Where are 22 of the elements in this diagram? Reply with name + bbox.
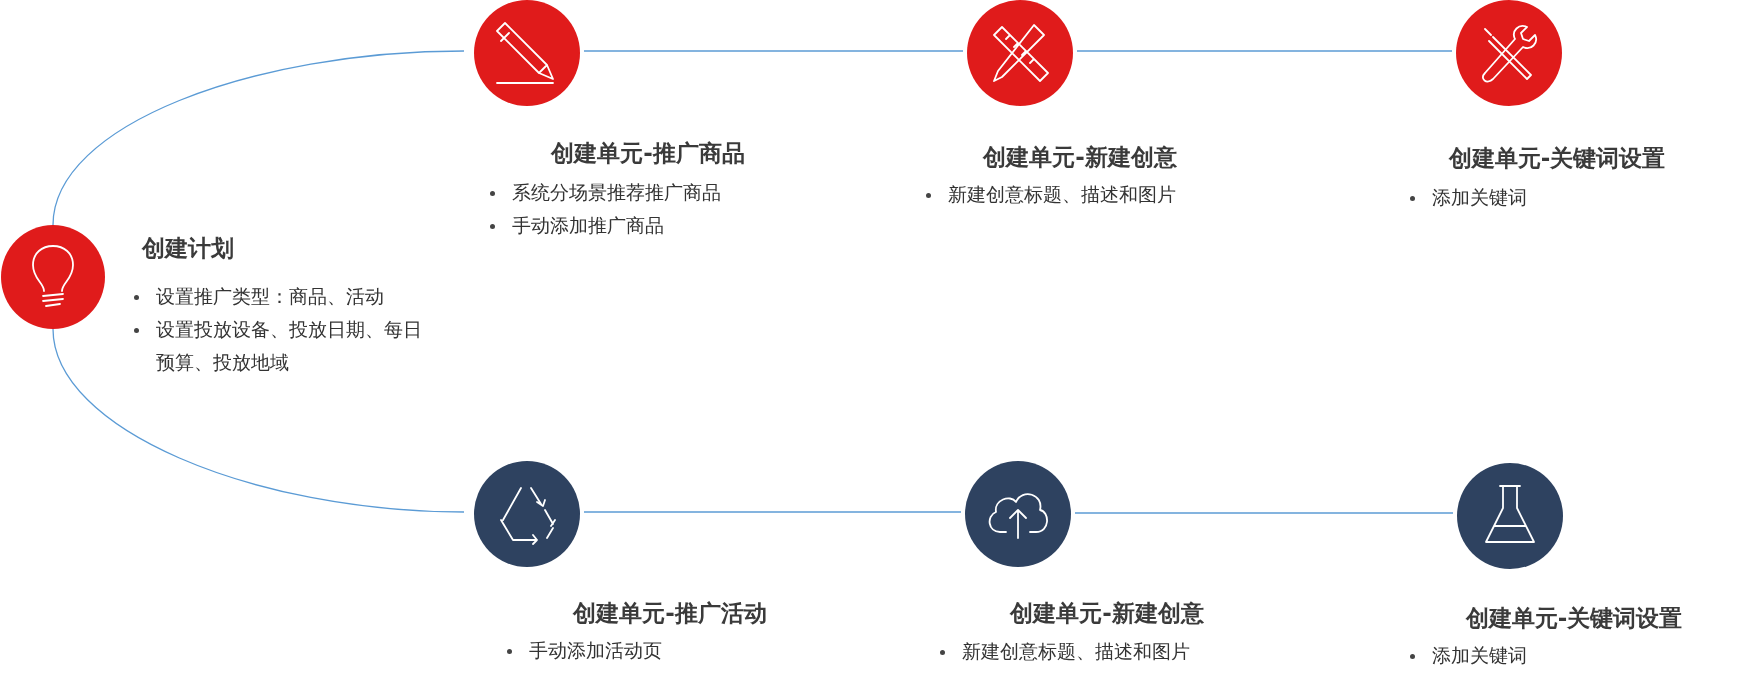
- bullet-text: 添加关键词: [1432, 185, 1528, 210]
- step-heading: 创建单元-推广商品: [551, 139, 745, 168]
- connector-line: [1074, 512, 1454, 514]
- step-heading: 创建单元-新建创意: [1010, 599, 1204, 628]
- bullet-text: 设置推广类型：商品、活动: [156, 284, 385, 309]
- bullet-text: 新建创意标题、描述和图片: [962, 639, 1191, 664]
- connector-line: [52, 50, 465, 226]
- bullet-text: 设置投放设备、投放日期、每日预算、投放地域: [156, 317, 423, 375]
- connector-line: [583, 50, 964, 52]
- bullet-text: 手动添加推广商品: [512, 213, 665, 238]
- bullet-text: 手动添加活动页: [529, 638, 663, 663]
- step-heading: 创建单元-新建创意: [983, 143, 1177, 172]
- bullet-text: 新建创意标题、描述和图片: [948, 182, 1177, 207]
- bullet-text: 添加关键词: [1432, 643, 1528, 668]
- connector-line: [583, 511, 962, 513]
- step-heading: 创建单元-推广活动: [573, 599, 767, 628]
- connector-line: [1076, 50, 1453, 52]
- step-heading: 创建计划: [142, 234, 234, 263]
- step-heading: 创建单元-关键词设置: [1465, 604, 1683, 633]
- bullet-text: 系统分场景推荐推广商品: [512, 180, 722, 205]
- step-heading: 创建单元-关键词设置: [1448, 144, 1666, 173]
- connector-line: [52, 328, 465, 513]
